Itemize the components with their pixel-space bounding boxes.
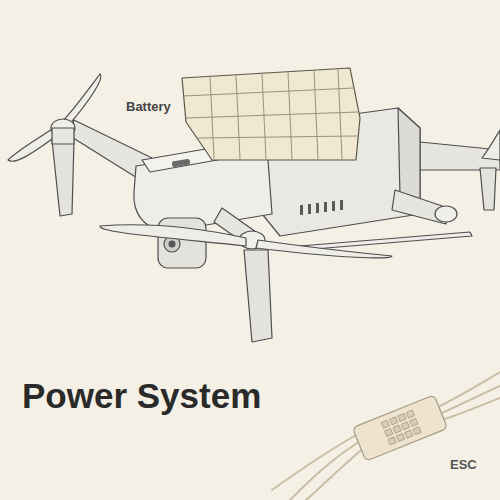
motor <box>52 128 74 144</box>
indicator <box>172 159 191 168</box>
part-label: ESC <box>450 457 477 472</box>
battery-pack <box>182 68 360 160</box>
landing-leg <box>480 168 496 210</box>
propeller <box>62 74 101 126</box>
diagram-title: Power System <box>22 376 261 416</box>
part-label: Battery <box>126 99 171 114</box>
landing-leg <box>244 250 272 342</box>
propeller <box>100 225 246 246</box>
camera-lens <box>169 241 176 248</box>
landing-leg <box>52 140 74 216</box>
propeller <box>256 240 392 258</box>
drone <box>8 68 500 342</box>
motor <box>435 206 457 222</box>
esc-module <box>272 372 500 500</box>
vents <box>300 200 343 215</box>
esc-wires <box>272 372 500 500</box>
propeller <box>300 232 472 250</box>
propeller <box>482 130 500 160</box>
